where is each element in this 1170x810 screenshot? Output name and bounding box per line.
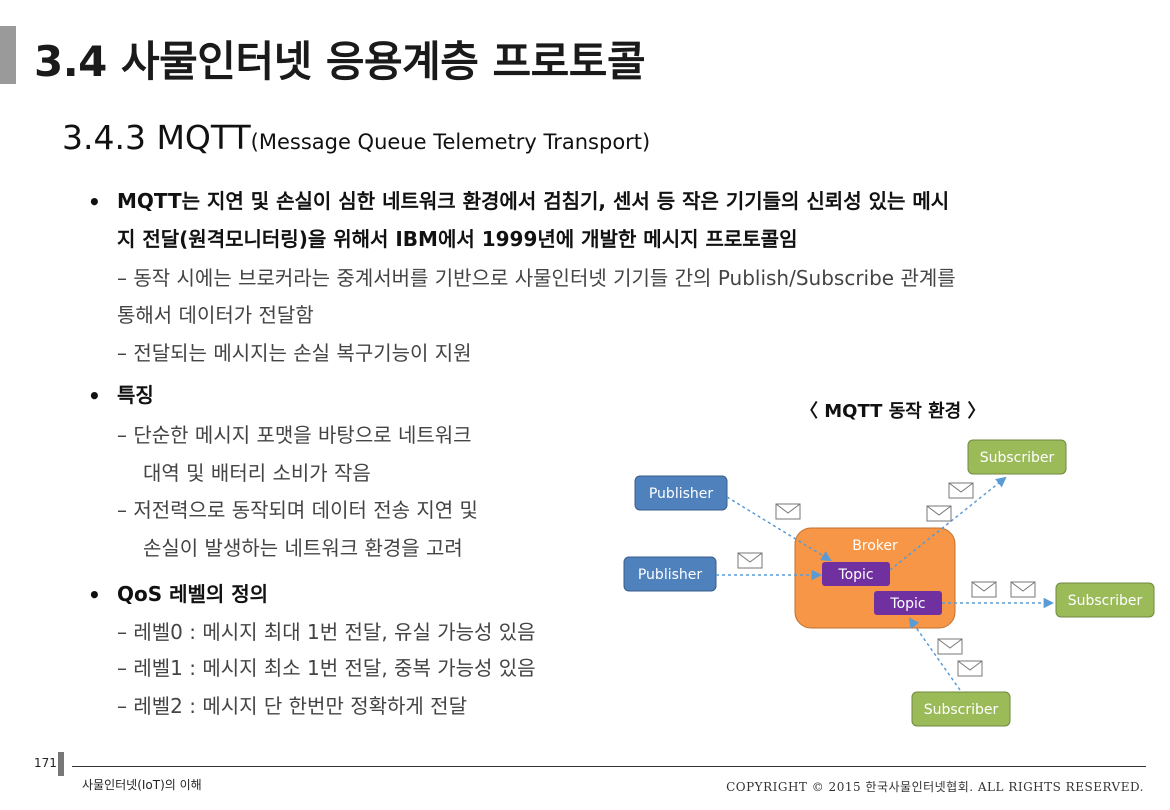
topic-box-1 [822,562,890,586]
subscriber-label-1: Subscriber [980,450,1055,466]
page-number: 171 [34,756,57,770]
publisher-box-1 [634,475,728,511]
feature1-line2: 대역 및 배터리 소비가 작음 [143,461,371,485]
arrow-topic-to-subscriber1 [889,476,1007,571]
qos-level2: – 레벨2 : 메시지 단 한번만 정확하게 전달 [117,694,467,718]
feature2-line1: – 저전력으로 동작되며 데이터 전송 지연 및 [117,498,478,522]
envelope-icon [957,660,983,677]
sub2-line: – 전달되는 메시지는 손실 복구기능이 지원 [117,341,472,365]
bullet-dot-2: • [88,384,101,408]
subscriber-label-2: Subscriber [1068,593,1143,609]
topic-label-2: Topic [889,596,925,612]
bullet2-heading: 특징 [117,383,154,407]
subscriber-box-2 [1055,582,1155,618]
subtitle-expansion: (Message Queue Telemetry Transport) [250,130,651,154]
publisher-box-2 [623,556,717,592]
section-subtitle: 3.4.3 MQTT(Message Queue Telemetry Trans… [62,118,650,157]
feature2-line2: 손실이 발생하는 네트워크 환경을 고려 [143,536,463,560]
bullet-dot-3: • [88,583,101,607]
publisher-label-2: Publisher [638,567,703,583]
broker-label: Broker [852,538,898,554]
footer-copyright: COPYRIGHT © 2015 한국사물인터넷협회. ALL RIGHTS R… [726,780,1144,794]
diagram-caption: 〈 MQTT 동작 환경 〉 [800,401,986,422]
sub1-line1: – 동작 시에는 브로커라는 중계서버를 기반으로 사물인터넷 기기들 간의 P… [117,266,956,290]
footer-course-title: 사물인터넷(IoT)의 이해 [82,778,202,792]
topic-label-1: Topic [837,567,873,583]
sub1-line2: 통해서 데이터가 전달함 [117,303,314,327]
page-number-marker [58,752,64,776]
topic-box-2 [874,591,942,615]
qos-level1: – 레벨1 : 메시지 최소 1번 전달, 중복 가능성 있음 [117,656,536,680]
envelope-icon [775,503,801,520]
feature1-line1: – 단순한 메시지 포맷을 바탕으로 네트워크 [117,423,472,447]
title-accent-bar [0,26,16,84]
envelope-icon [737,552,763,569]
bullet1-line1: MQTT는 지연 및 손실이 심한 네트워크 환경에서 검침기, 센서 등 작은… [117,189,950,213]
envelope-icon [971,581,997,598]
subscriber-box-1 [967,439,1067,475]
bullet3-heading: QoS 레벨의 정의 [117,582,269,606]
subscriber-box-3 [911,691,1011,727]
arrow-subscriber3-to-topic [908,617,961,691]
envelope-icon [926,505,952,522]
bullet-dot-1: • [88,190,101,214]
publisher-label-1: Publisher [649,486,714,502]
envelope-icon [948,482,974,499]
envelope-icon [1010,581,1036,598]
arrow-publisher1-to-topic [726,496,832,562]
subtitle-main: 3.4.3 MQTT [62,118,251,157]
envelope-icon [937,638,963,655]
footer-divider [72,766,1146,767]
subscriber-label-3: Subscriber [924,702,999,718]
qos-level0: – 레벨0 : 메시지 최대 1번 전달, 유실 가능성 있음 [117,620,536,644]
bullet1-line2: 지 전달(원격모니터링)을 위해서 IBM에서 1999년에 개발한 메시지 프… [117,227,798,251]
slide-title: 3.4 사물인터넷 응용계층 프로토콜 [34,37,646,86]
